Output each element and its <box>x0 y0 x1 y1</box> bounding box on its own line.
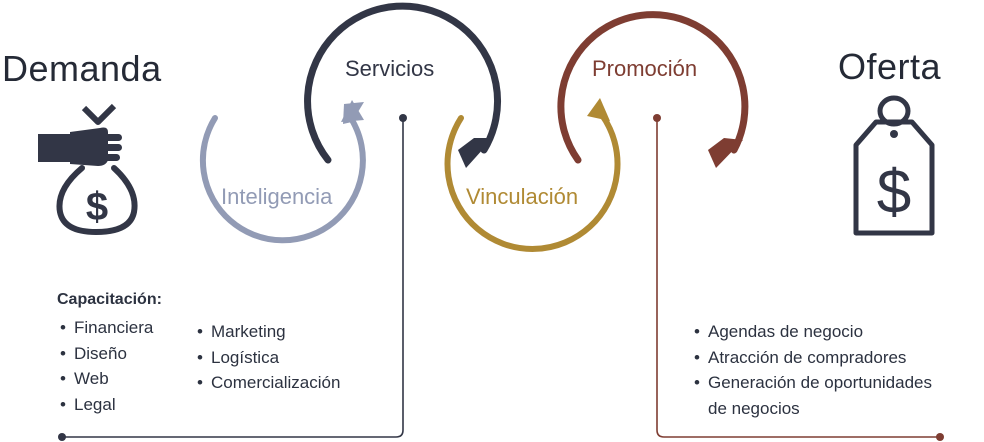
intelligence-label: Inteligencia <box>221 184 333 209</box>
list-item: Financiera <box>60 315 153 341</box>
list-item-continuation: de negocios <box>708 398 800 418</box>
list-item: Diseño <box>60 341 153 367</box>
training-list-column-2: Marketing Logística Comercialización <box>197 319 340 396</box>
linkage-arrowhead <box>587 98 610 121</box>
services-connector-line <box>62 118 404 438</box>
promotion-loop-arc <box>557 11 749 164</box>
intelligence-loop-arc <box>199 115 366 244</box>
list-item: Comercialización <box>197 370 340 396</box>
promotion-arrowhead <box>708 138 743 168</box>
svg-text:$: $ <box>877 158 911 227</box>
list-item: Atracción de compradores <box>694 345 932 371</box>
list-item: Web <box>60 366 153 392</box>
promotion-list: Agendas de negocio Atracción de comprado… <box>694 319 932 421</box>
intelligence-arrowhead-tip <box>341 100 364 122</box>
training-heading: Capacitación: <box>57 291 162 308</box>
promotion-connector-dot-end <box>936 433 944 441</box>
services-label: Servicios <box>345 56 435 81</box>
promotion-connector-line <box>656 118 940 438</box>
hand-money-bag-icon: $ <box>38 103 138 235</box>
list-item: Legal <box>60 392 153 418</box>
svg-text:$: $ <box>86 185 108 229</box>
list-item: Generación de oportunidades <box>694 370 932 396</box>
linkage-loop-arc <box>444 112 621 252</box>
demand-title: Demanda <box>2 48 162 89</box>
list-item: Marketing <box>197 319 340 345</box>
services-connector-dot-end <box>58 433 66 441</box>
list-item: Agendas de negocio <box>694 319 932 345</box>
training-list-column-1: Financiera Diseño Web Legal <box>60 315 153 417</box>
linkage-label: Vinculación <box>466 184 579 209</box>
price-tag-dollar-icon: $ <box>853 95 935 236</box>
offer-title: Oferta <box>838 46 942 87</box>
promotion-label: Promoción <box>592 56 698 81</box>
services-arrowhead <box>458 138 493 168</box>
services-loop-arc <box>304 2 502 164</box>
list-item: Logística <box>197 345 340 371</box>
